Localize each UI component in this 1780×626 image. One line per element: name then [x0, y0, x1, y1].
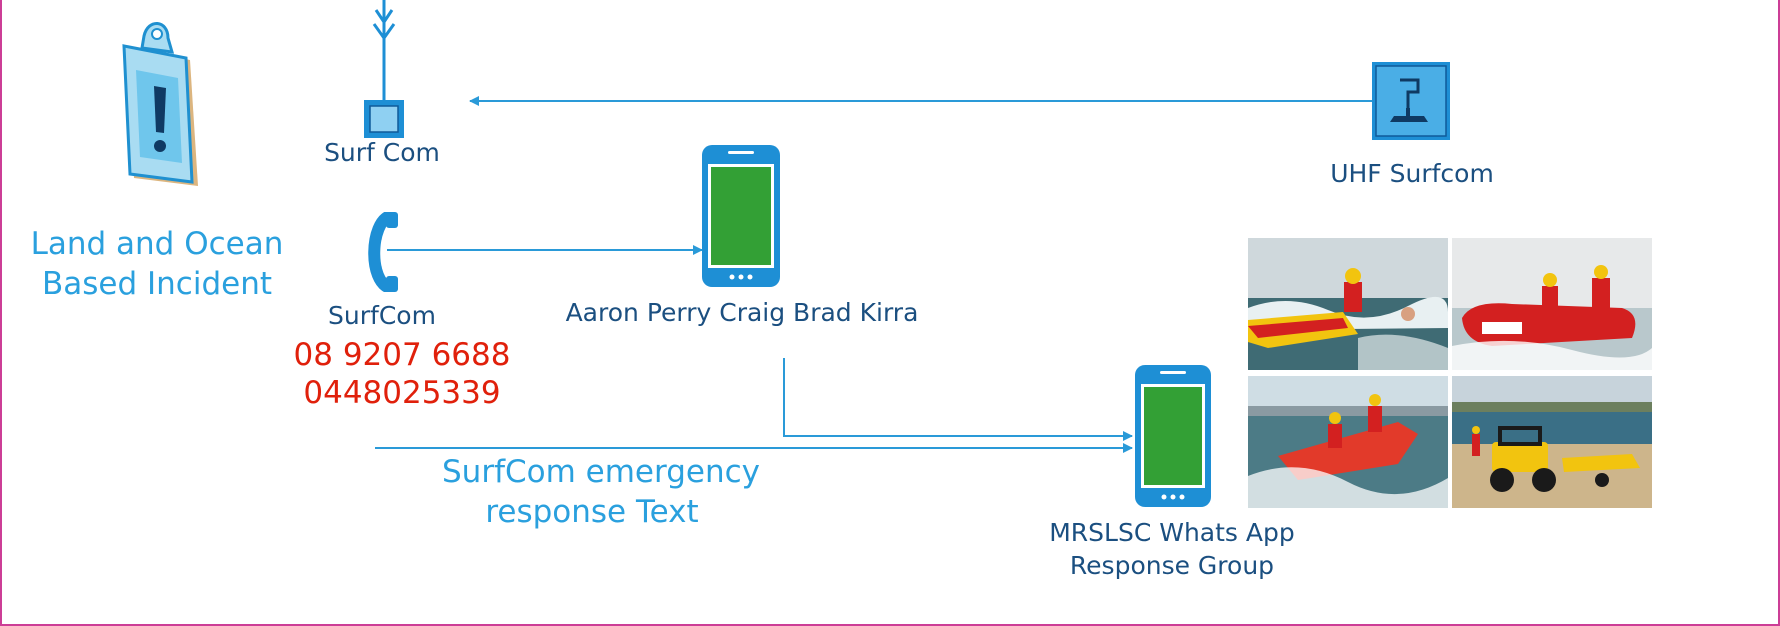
telephone-handset-icon [364, 210, 400, 296]
emergency-text-label: SurfCom emergency response Text [442, 452, 760, 533]
jet-ski-rescue-photo [1248, 238, 1448, 370]
radio-base-station-icon [1372, 62, 1450, 144]
emergency-text-line2: response Text [485, 494, 699, 531]
incident-label-line1: Land and Ocean [30, 226, 284, 262]
team-phone-label: Aaron Perry Craig Brad Kirra [565, 298, 919, 327]
radio-antenna-icon [362, 0, 406, 144]
clipboard-alert-icon [120, 18, 200, 192]
whatsapp-label-line2: Response Group [1069, 550, 1275, 580]
incident-label: Land and Ocean Based Incident [22, 224, 292, 305]
whatsapp-smartphone-icon [1135, 365, 1211, 511]
team-smartphone-icon [702, 145, 780, 291]
whatsapp-group-label: MRSLSC Whats App Response Group [1032, 517, 1312, 582]
surfcom-number-1: 08 9207 6688 [293, 337, 511, 373]
team-to-whatsapp-arrow [783, 358, 1133, 441]
surfcom-number-2: 0448025339 [303, 375, 501, 411]
uhf-surfcom-label: UHF Surfcom [1330, 159, 1494, 188]
surfcom-phone-label: SurfCom [328, 301, 436, 330]
inflatable-boat-rescue-photo [1452, 238, 1652, 370]
incident-label-line2: Based Incident [41, 266, 273, 303]
surf-com-label: Surf Com [324, 138, 440, 167]
rescue-boat-launch-photo [1248, 376, 1448, 508]
whatsapp-label-line1: MRSLSC Whats App [1049, 518, 1295, 547]
emergency-text-line1: SurfCom emergency [442, 454, 760, 490]
beach-buggy-photo [1452, 376, 1652, 508]
